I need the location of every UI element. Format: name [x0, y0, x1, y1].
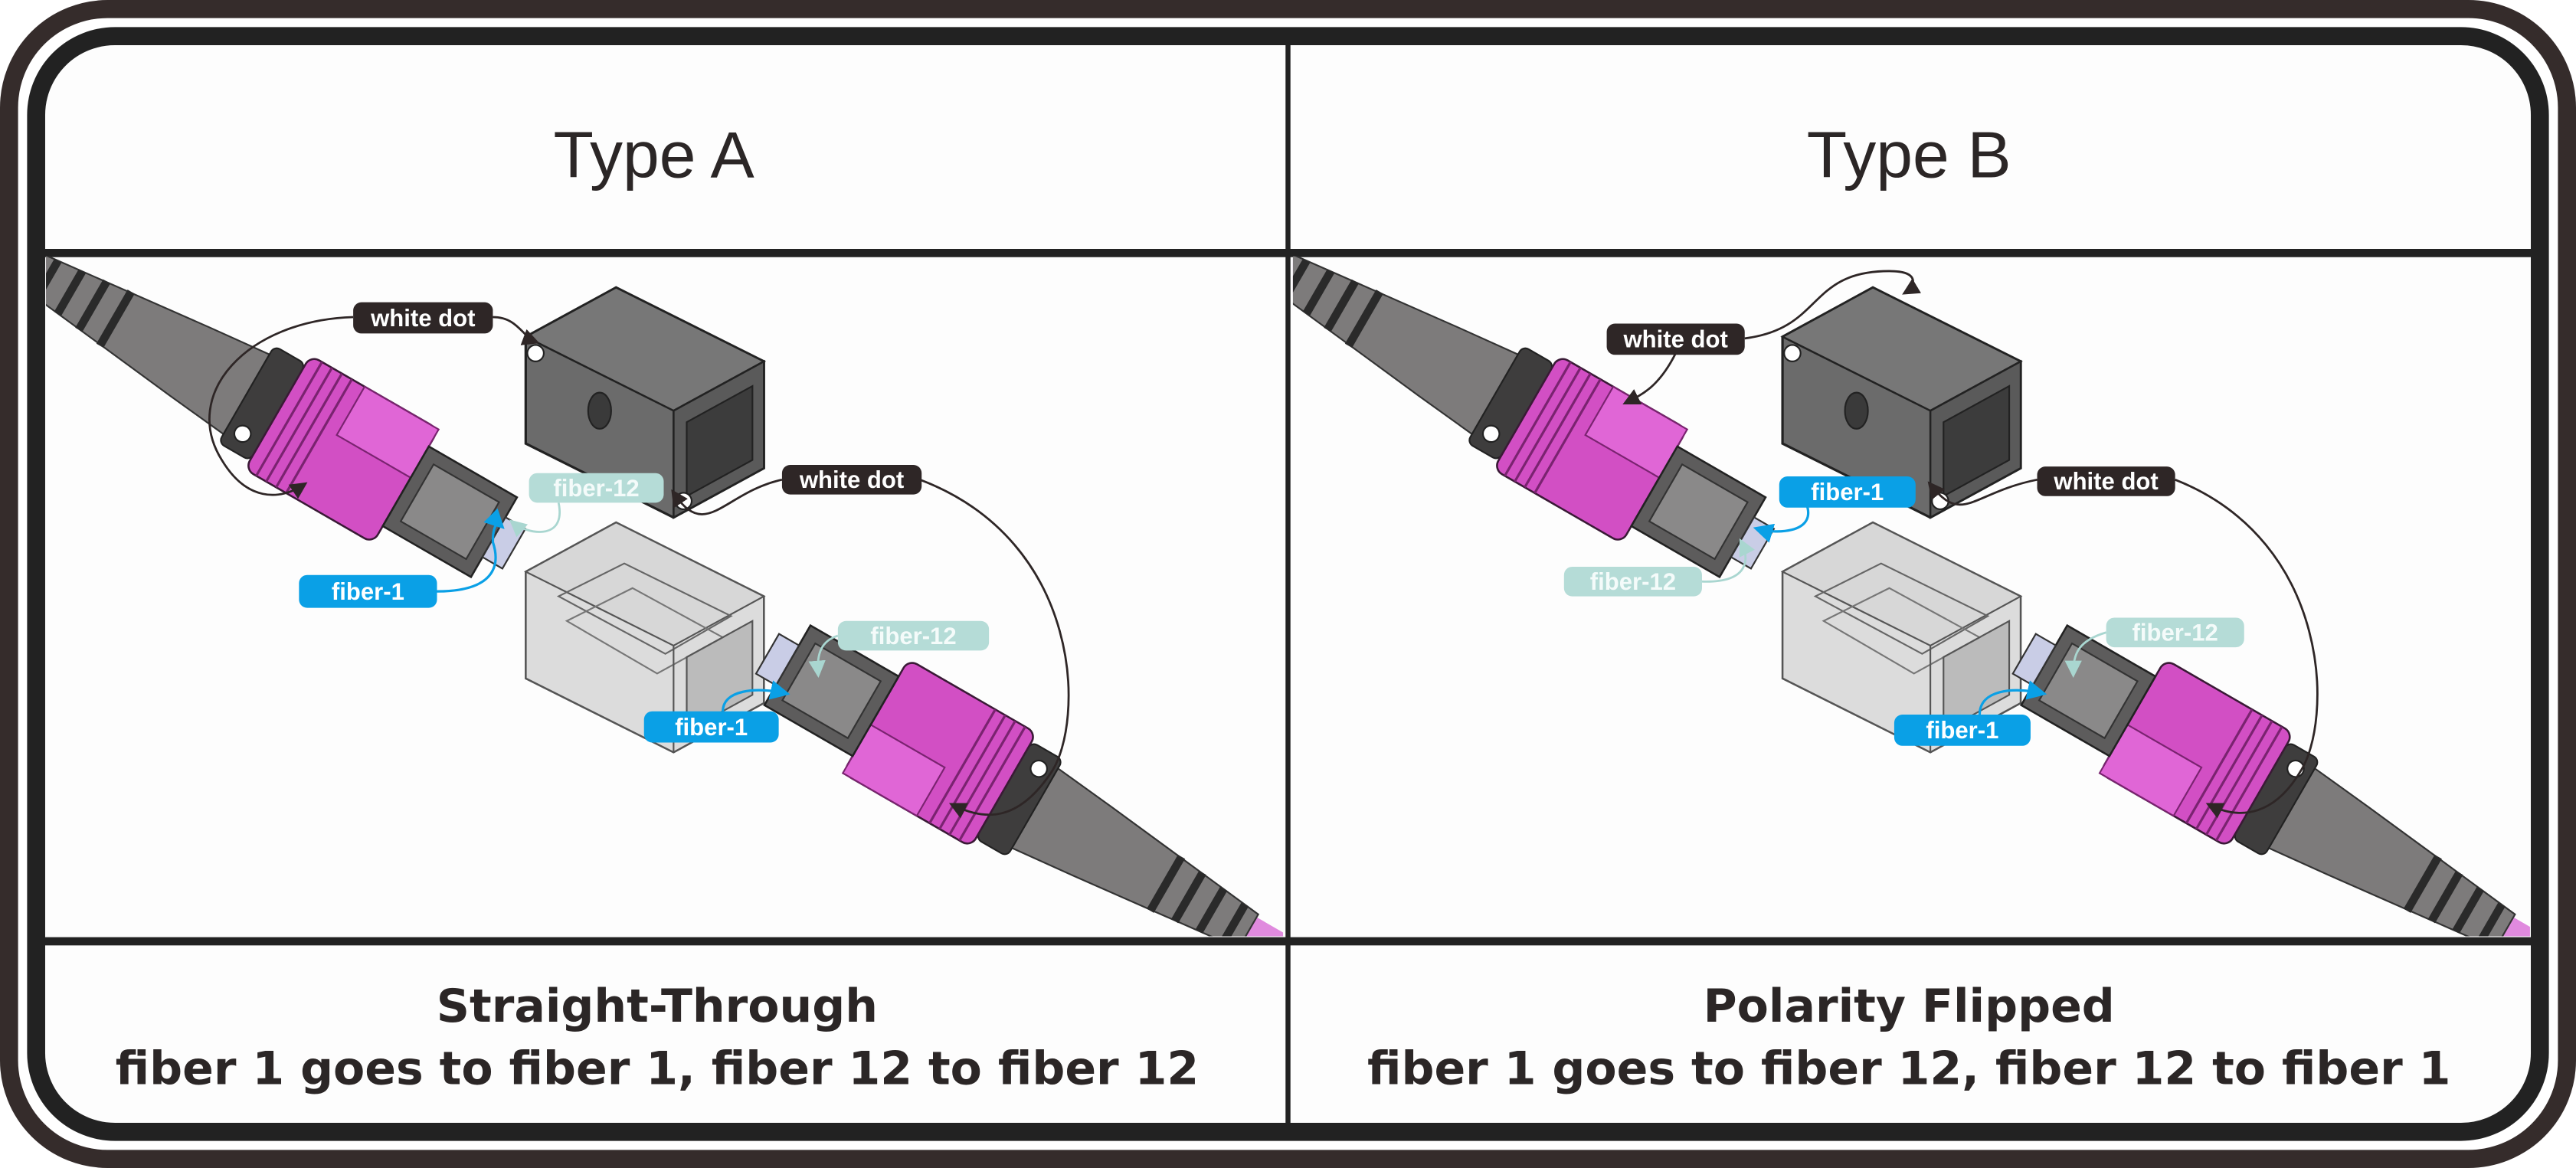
- svg-text:white dot: white dot: [370, 305, 475, 332]
- label-white-dot: white dot: [2037, 466, 2175, 496]
- label-white-dot: white dot: [353, 302, 493, 334]
- svg-text:fiber-12: fiber-12: [553, 475, 639, 502]
- svg-text:fiber-1: fiber-1: [332, 578, 404, 605]
- svg-text:fiber-1: fiber-1: [1811, 479, 1884, 505]
- svg-text:white dot: white dot: [1622, 326, 1727, 353]
- panel-a-callouts: [208, 316, 1070, 819]
- svg-text:fiber-1: fiber-1: [1926, 717, 1998, 744]
- label-fiber-1: fiber-1: [1894, 715, 2031, 746]
- label-fiber-1: fiber-1: [299, 574, 437, 608]
- panel-a-title: Type A: [553, 119, 754, 192]
- svg-text:fiber-12: fiber-12: [870, 623, 956, 649]
- label-white-dot: white dot: [781, 465, 922, 495]
- panel-a-caption-title: Straight-Through: [437, 980, 878, 1033]
- label-fiber-1: fiber-1: [1779, 476, 1916, 508]
- panel-b-callouts: [1622, 270, 2319, 819]
- label-fiber-12: fiber-12: [837, 620, 990, 651]
- panel-a-caption-text: fiber 1 goes to fiber 1, fiber 12 to fib…: [116, 1042, 1199, 1096]
- label-fiber-1: fiber-1: [643, 711, 779, 743]
- label-fiber-12: fiber-12: [2106, 617, 2244, 648]
- svg-text:white dot: white dot: [2053, 468, 2158, 495]
- label-fiber-12: fiber-12: [1563, 566, 1702, 597]
- svg-text:fiber-12: fiber-12: [1590, 568, 1676, 595]
- panel-b-caption-title: Polarity Flipped: [1704, 980, 2115, 1033]
- label-fiber-12: fiber-12: [529, 473, 664, 503]
- panel-b-title: Type B: [1807, 119, 2011, 192]
- svg-text:fiber-1: fiber-1: [675, 714, 748, 741]
- panel-b-caption-text: fiber 1 goes to fiber 12, fiber 12 to fi…: [1367, 1042, 2450, 1096]
- svg-text:fiber-12: fiber-12: [2132, 619, 2218, 646]
- svg-text:white dot: white dot: [799, 466, 904, 493]
- label-white-dot: white dot: [1606, 323, 1745, 355]
